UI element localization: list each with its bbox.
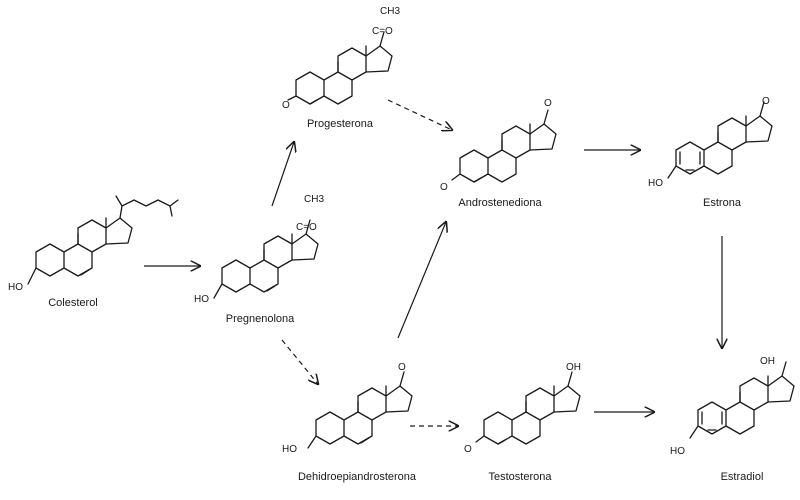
- molecule-progesterona: [287, 31, 393, 105]
- label-dhea: Dehidroepiandrosterona: [298, 471, 417, 483]
- dhea-ho: HO: [282, 444, 297, 455]
- label-estradiol: Estradiol: [721, 471, 764, 483]
- molecule-colesterol: [27, 195, 179, 285]
- colesterol-ho: HO: [8, 282, 23, 293]
- progesterona-ch3: CH3: [380, 6, 400, 17]
- label-estrona: Estrona: [703, 197, 742, 209]
- label-colesterol: Colesterol: [48, 297, 98, 309]
- androstenediona-o3: O: [440, 182, 448, 193]
- pregnenolona-ch3: CH3: [304, 194, 324, 205]
- molecule-testosterona: [475, 371, 581, 445]
- arrow-pregnenolona-dhea: [281, 339, 318, 384]
- testosterona-o3: O: [464, 444, 472, 455]
- arrow-dhea-androstenediona: [397, 222, 446, 339]
- progesterona-carbonyl: C=O: [372, 26, 393, 37]
- pregnenolona-carbonyl: C=O: [296, 222, 317, 233]
- estrona-ho: HO: [648, 178, 663, 189]
- molecule-estradiol: [689, 361, 795, 439]
- androstenediona-o17: O: [544, 98, 552, 109]
- estradiol-oh: OH: [760, 356, 775, 367]
- arrow-progesterona-androstenediona: [387, 99, 452, 130]
- molecule-androstenediona: [451, 109, 557, 183]
- estrona-o17: O: [762, 96, 770, 107]
- estradiol-ho: HO: [670, 446, 685, 457]
- label-androstenediona: Androstenediona: [458, 197, 542, 209]
- label-testosterona: Testosterona: [489, 471, 553, 483]
- molecule-estrona: [667, 101, 773, 179]
- pregnenolona-ho: HO: [194, 294, 209, 305]
- molecule-pregnenolona: [213, 219, 319, 299]
- dhea-o17: O: [398, 362, 406, 373]
- arrow-pregnenolona-progesterona: [271, 142, 294, 207]
- label-progesterona: Progesterona: [307, 118, 374, 130]
- label-pregnenolona: Pregnenolona: [226, 313, 295, 325]
- progesterona-o: O: [282, 100, 290, 111]
- molecule-dhea: [307, 371, 413, 449]
- testosterona-oh: OH: [566, 362, 581, 373]
